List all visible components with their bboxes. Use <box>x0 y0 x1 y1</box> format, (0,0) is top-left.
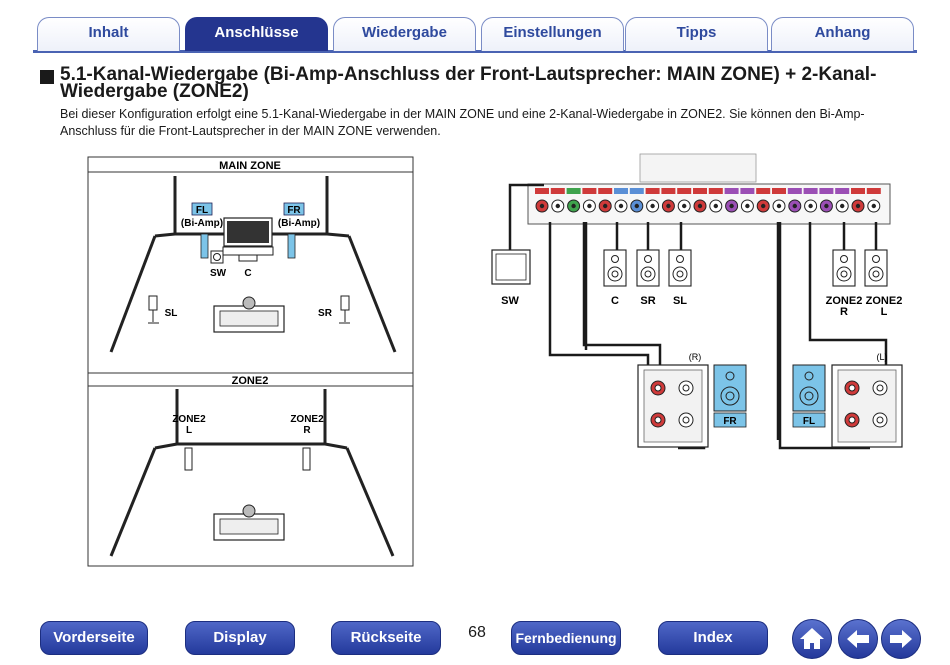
index-button[interactable]: Index <box>658 621 768 655</box>
room-layout-diagram: MAIN ZONE FL (Bi-Amp) FR (Bi-Amp) SW C S… <box>87 156 414 567</box>
fl-speaker-icon <box>200 233 209 259</box>
tab-tipps[interactable]: Tipps <box>625 17 768 51</box>
zone2-right-channel: R <box>303 425 311 436</box>
forward-button[interactable] <box>881 619 921 659</box>
wiring-sl-label: SL <box>673 295 687 307</box>
tab-bar-underline <box>33 50 917 53</box>
back-button[interactable] <box>838 619 878 659</box>
wiring-diagram: SW C SR SL ZONE2 R ZONE2 L (R) FR (L) FL <box>491 153 903 450</box>
zone2-left-label: ZONE2 <box>172 414 206 425</box>
receiver-top-panel <box>639 153 757 183</box>
vorderseite-button[interactable]: Vorderseite <box>40 621 148 655</box>
wiring-zone2-l-channel: L <box>881 306 888 318</box>
sw-label: SW <box>210 268 227 279</box>
tab-einstellungen[interactable]: Einstellungen <box>481 17 624 51</box>
right-marker: (R) <box>689 352 702 362</box>
arrow-right-icon <box>890 630 912 648</box>
tab-bar: Inhalt Anschlüsse Wiedergabe Einstellung… <box>33 14 917 54</box>
sl-label: SL <box>165 308 178 319</box>
sl-speaker-icon <box>148 295 159 324</box>
intro-text: Bei dieser Konfiguration erfolgt eine 5.… <box>60 107 865 138</box>
tab-anhang[interactable]: Anhang <box>771 17 914 51</box>
tab-anschluesse[interactable]: Anschlüsse <box>185 17 328 51</box>
wiring-zone2-l-label: ZONE2 <box>866 295 903 307</box>
main-zone-title: MAIN ZONE <box>219 160 281 172</box>
speaker-terminals <box>535 188 881 213</box>
wiring-fr-label: FR <box>723 416 737 427</box>
heading-bullet <box>40 70 54 84</box>
sr-label: SR <box>318 308 333 319</box>
home-button[interactable] <box>792 619 832 659</box>
tab-inhalt[interactable]: Inhalt <box>37 17 180 51</box>
tv-icon <box>222 217 274 256</box>
sr-speaker-icon <box>339 295 350 324</box>
subwoofer-icon <box>210 250 224 264</box>
fr-speaker-icon <box>287 233 296 259</box>
c-label: C <box>244 268 251 279</box>
wiring-zone2-r-channel: R <box>840 306 848 318</box>
fr-speaker-box-icon <box>713 364 747 412</box>
zone2-title: ZONE2 <box>232 375 269 387</box>
zone2-left-channel: L <box>186 425 192 436</box>
zone2-sofa-icon <box>213 504 285 541</box>
main-speaker-boxes <box>603 249 692 287</box>
zone2-room-outline <box>109 389 395 557</box>
wiring-zone2-r-label: ZONE2 <box>826 295 863 307</box>
fl-speaker-box-icon <box>792 364 826 412</box>
fl-biamp-label: (Bi-Amp) <box>181 218 223 229</box>
left-marker: (L) <box>877 352 888 362</box>
zone2-left-speaker-icon <box>184 447 193 471</box>
section-heading: 5.1-Kanal-Wiedergabe (Bi-Amp-Anschluss d… <box>40 64 910 102</box>
wiring-c-label: C <box>611 295 619 307</box>
wiring-fl-label: FL <box>803 416 815 427</box>
display-button[interactable]: Display <box>185 621 295 655</box>
fernbedienung-button[interactable]: Fernbedienung <box>511 621 621 655</box>
tab-wiedergabe[interactable]: Wiedergabe <box>333 17 476 51</box>
zone2-right-label: ZONE2 <box>290 414 324 425</box>
wiring-sr-label: SR <box>640 295 655 307</box>
fl-label: FL <box>196 205 208 216</box>
wiring-sw-label: SW <box>501 295 519 307</box>
sofa-icon <box>213 296 285 333</box>
center-speaker-icon <box>238 254 258 262</box>
zone2-right-speaker-icon <box>302 447 311 471</box>
arrow-left-icon <box>847 630 869 648</box>
rueckseite-button[interactable]: Rückseite <box>331 621 441 655</box>
page-title: 5.1-Kanal-Wiedergabe (Bi-Amp-Anschluss d… <box>60 64 877 102</box>
fr-biamp-label: (Bi-Amp) <box>278 218 320 229</box>
zone2-speaker-boxes <box>832 249 888 287</box>
fr-label: FR <box>287 205 301 216</box>
home-icon <box>800 628 824 649</box>
page-number: 68 <box>468 624 486 641</box>
